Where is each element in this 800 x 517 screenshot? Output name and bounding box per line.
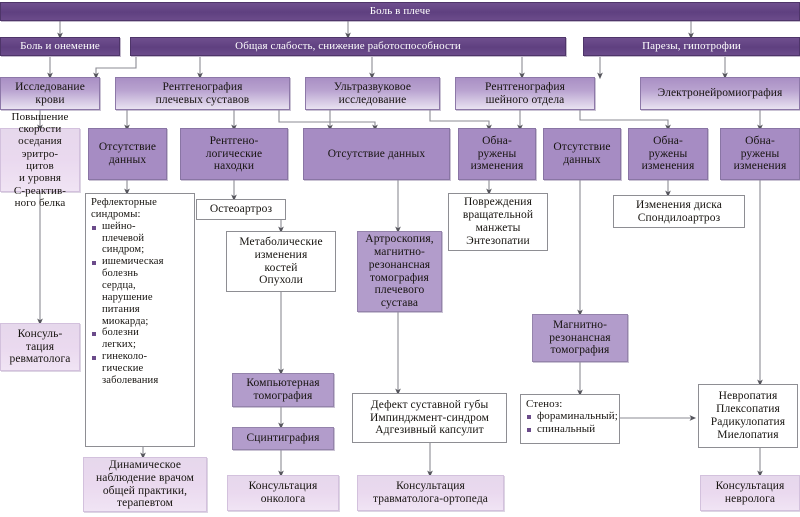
result-label: Отсутствие данных bbox=[327, 147, 426, 160]
complaint-label: Общая слабость, снижение работоспособнос… bbox=[235, 40, 461, 53]
complaint-label: Парезы, гипотрофии bbox=[642, 40, 741, 53]
diagnosis-osteoarthrosis[interactable]: Остеоартроз bbox=[196, 199, 286, 220]
diagnosis-label: Остеоартроз bbox=[209, 203, 273, 216]
complaint-pain-numbness[interactable]: Боль и онемение bbox=[0, 37, 120, 56]
complaint-label: Боль и онемение bbox=[20, 40, 100, 53]
diagnosis-stenosis[interactable]: Стеноз: фораминальный; спинальный bbox=[520, 394, 620, 444]
list-item: фораминальный; bbox=[526, 410, 618, 422]
result-no-data-ultrasound[interactable]: Отсутствие данных bbox=[303, 128, 450, 180]
root-node-shoulder-pain[interactable]: Боль в плече bbox=[0, 2, 800, 21]
list-item: спинальный bbox=[526, 423, 618, 435]
investigation-electroneuromyography[interactable]: Электронейромиография bbox=[640, 77, 800, 110]
complaint-general-weakness[interactable]: Общая слабость, снижение работоспособнос… bbox=[130, 37, 566, 56]
procedure-scintigraphy[interactable]: Сцинтиграфия bbox=[232, 427, 334, 450]
investigation-label: Электронейромиография bbox=[657, 87, 783, 100]
stenosis-lead: Стеноз: bbox=[526, 398, 563, 410]
complaint-paresis-hypotrophy[interactable]: Парезы, гипотрофии bbox=[583, 37, 800, 56]
procedure-label: Сцинтиграфия bbox=[246, 432, 320, 445]
stenosis-list: фораминальный; спинальный bbox=[526, 410, 618, 435]
root-label: Боль в плече bbox=[369, 5, 431, 18]
